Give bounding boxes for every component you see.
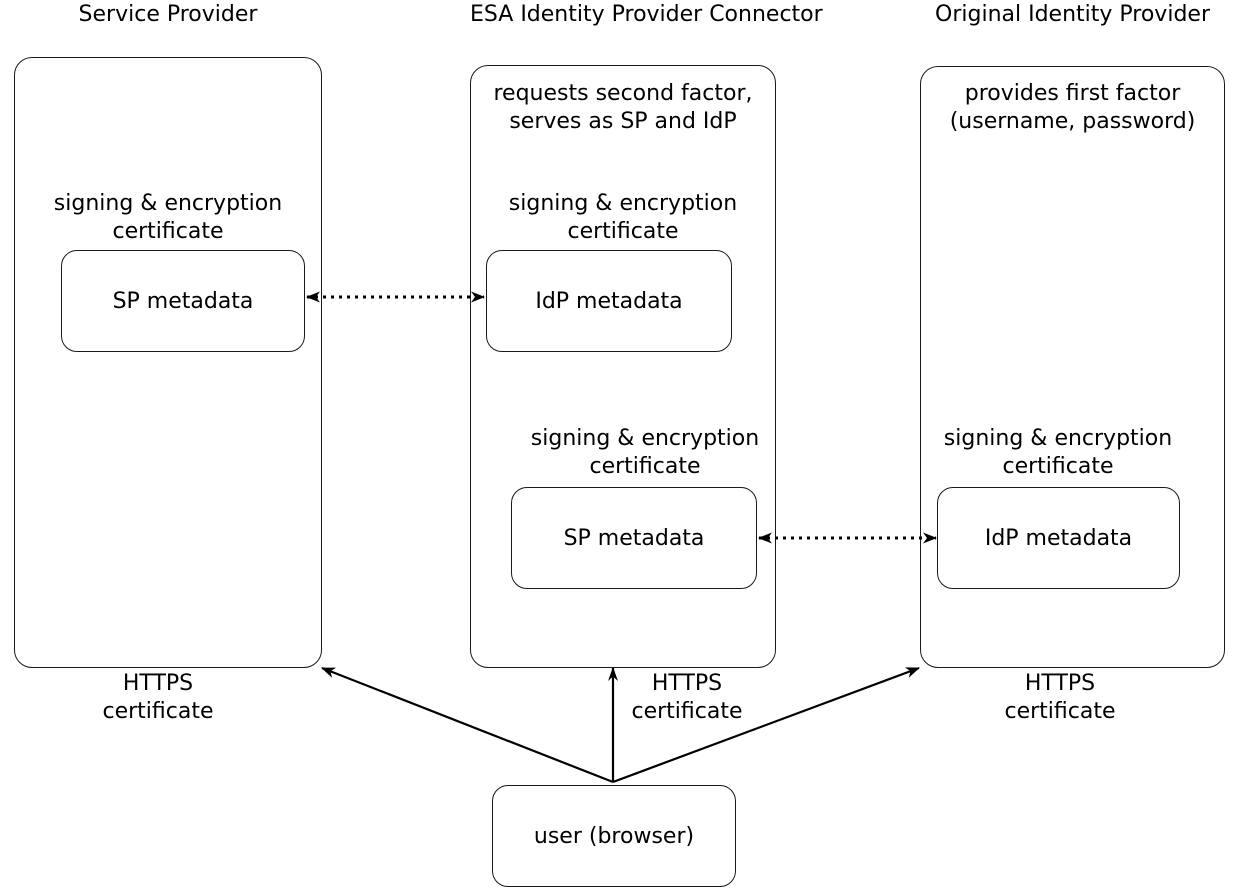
- service-provider-sp-metadata-label: SP metadata: [112, 288, 254, 314]
- original-idp-idp-metadata-box[interactable]: IdP metadata: [937, 487, 1180, 589]
- original-idp-note-line1: provides first factor: [964, 81, 1181, 106]
- service-provider-https-label: HTTPS certificate: [38, 670, 278, 726]
- original-idp-https-label-line1: HTTPS: [1024, 671, 1096, 696]
- original-idp-https-label: HTTPS certificate: [940, 670, 1180, 726]
- service-provider-cert-label: signing & encryption certificate: [16, 190, 320, 246]
- original-idp-note: provides first factor (username, passwor…: [922, 80, 1223, 136]
- original-idp-cert-label: signing & encryption certificate: [908, 425, 1208, 481]
- esa-connector-note: requests second factor, serves as SP and…: [472, 80, 774, 136]
- esa-connector-idp-metadata-label: IdP metadata: [535, 288, 683, 314]
- column-title-service-provider: Service Provider: [14, 2, 322, 28]
- esa-connector-lower-cert-label-line2: certificate: [589, 454, 701, 479]
- esa-connector-https-label: HTTPS certificate: [567, 670, 807, 726]
- esa-connector-https-label-line1: HTTPS: [651, 671, 723, 696]
- original-idp-cert-label-line2: certificate: [1002, 454, 1114, 479]
- service-provider-https-label-line2: certificate: [102, 699, 214, 724]
- user-browser-box[interactable]: user (browser): [492, 785, 736, 887]
- esa-connector-note-line1: requests second factor,: [493, 81, 753, 106]
- original-idp-note-line2: (username, password): [949, 109, 1196, 134]
- esa-connector-note-line2: serves as SP and IdP: [509, 109, 737, 134]
- esa-connector-lower-cert-label-line1: signing & encryption: [530, 426, 760, 451]
- esa-connector-upper-cert-label-line2: certificate: [567, 219, 679, 244]
- column-title-service-provider-text: Service Provider: [78, 2, 258, 27]
- user-browser-label: user (browser): [533, 823, 695, 849]
- original-idp-idp-metadata-label: IdP metadata: [984, 525, 1133, 551]
- esa-connector-https-label-line2: certificate: [631, 699, 743, 724]
- original-idp-box[interactable]: [920, 66, 1225, 668]
- service-provider-cert-label-line2: certificate: [112, 219, 224, 244]
- original-idp-https-label-line2: certificate: [1004, 699, 1116, 724]
- service-provider-https-label-line1: HTTPS: [122, 671, 194, 696]
- column-title-original-idp-text: Original Identity Provider: [935, 2, 1210, 27]
- service-provider-sp-metadata-box[interactable]: SP metadata: [61, 250, 305, 352]
- service-provider-cert-label-line1: signing & encryption: [53, 191, 283, 216]
- esa-connector-sp-metadata-label: SP metadata: [563, 525, 705, 551]
- esa-connector-lower-cert-label: signing & encryption certificate: [495, 425, 795, 481]
- esa-connector-idp-metadata-box[interactable]: IdP metadata: [486, 250, 732, 352]
- original-idp-cert-label-line1: signing & encryption: [943, 426, 1173, 451]
- column-title-esa-connector: ESA Identity Provider Connector: [470, 2, 823, 28]
- service-provider-box[interactable]: [14, 57, 322, 668]
- esa-connector-upper-cert-label: signing & encryption certificate: [472, 190, 774, 246]
- column-title-esa-connector-text: ESA Identity Provider Connector: [470, 2, 823, 27]
- esa-connector-sp-metadata-box[interactable]: SP metadata: [511, 487, 757, 589]
- esa-connector-upper-cert-label-line1: signing & encryption: [508, 191, 738, 216]
- column-title-original-idp: Original Identity Provider: [920, 2, 1225, 28]
